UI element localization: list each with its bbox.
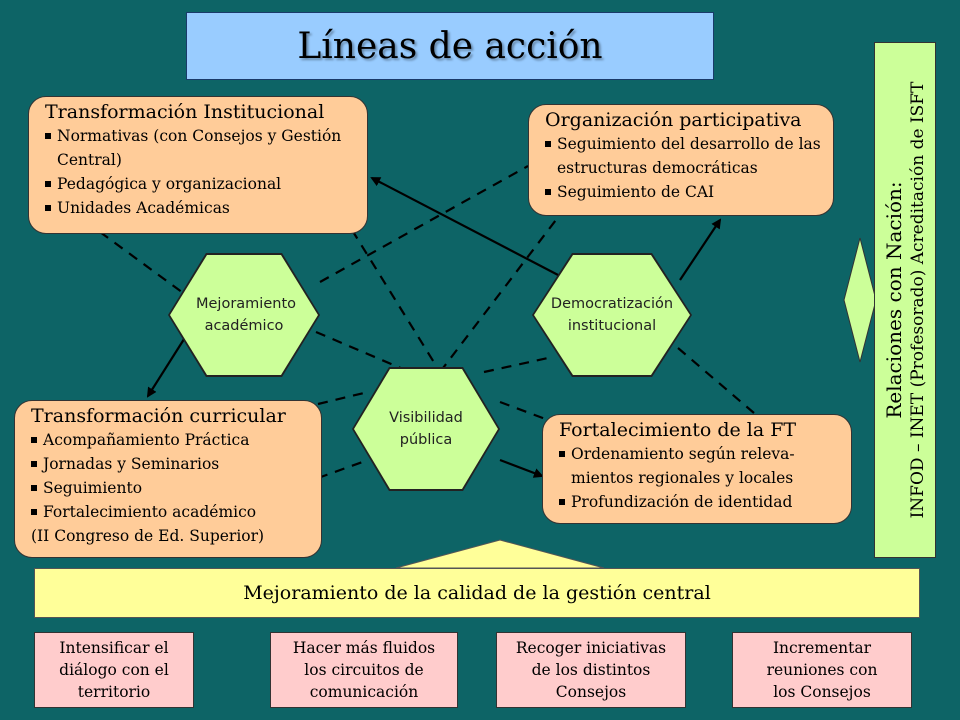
gestion-central-bar: Mejoramiento de la calidad de la gestión… xyxy=(34,568,920,618)
list-item: Profundización de identidad xyxy=(559,490,841,514)
double-arrow-nacion xyxy=(843,237,877,363)
hexagon-label: Democratización institucional xyxy=(550,296,674,334)
list-item: Seguimiento xyxy=(31,476,311,500)
pink-box-label: Incrementar reuniones con los Consejos xyxy=(766,639,878,701)
dashed-connectors xyxy=(99,165,755,480)
double-arrow-shape xyxy=(843,237,877,363)
arrow-democ-inst xyxy=(370,177,561,277)
box-organizacion-participativa: Organización participativa Seguimiento d… xyxy=(528,104,834,216)
box-fortalecimiento-ft: Fortalecimiento de la FT Ordenamiento se… xyxy=(542,414,852,524)
box-reuniones-consejos: Incrementar reuniones con los Consejos xyxy=(732,632,912,708)
arrow-mejora-curric xyxy=(146,335,187,398)
box-intensificar-dialogo: Intensificar el diálogo con el territori… xyxy=(34,632,194,708)
list-item: Normativas (con Consejos y Gestión Centr… xyxy=(45,124,357,172)
list-item: Seguimiento de CAI xyxy=(545,180,823,204)
dash-inst-visib xyxy=(351,229,441,373)
box-heading: Transformación Institucional xyxy=(45,101,325,123)
list-item: Acompañamiento Práctica xyxy=(31,428,311,452)
pink-box-label: Recoger iniciativas de los distintos Con… xyxy=(515,639,667,701)
list-item: Jornadas y Seminarios xyxy=(31,452,311,476)
title-box: Líneas de acción xyxy=(186,12,714,80)
nacion-heading: Relaciones con Nación: xyxy=(882,181,906,419)
pink-box-label: Intensificar el diálogo con el territori… xyxy=(59,639,169,701)
dash-inst-mejora xyxy=(99,231,191,299)
list-item: (II Congreso de Ed. Superior) xyxy=(31,527,265,545)
arrow-visib-ft xyxy=(499,458,544,478)
up-arrow-icon xyxy=(395,539,605,569)
dash-visib-particip xyxy=(439,211,563,373)
list-item: Fortalecimiento académico xyxy=(31,500,311,524)
dash-mejora-visib xyxy=(315,330,411,374)
hexagon-label: Mejoramiento académico xyxy=(196,296,296,334)
box-heading: Organización participativa xyxy=(545,109,802,131)
nacion-detail: INFOD – INET (Profesorado) Acreditación … xyxy=(908,81,928,519)
dash-visib-ft xyxy=(499,400,549,422)
list-item: Unidades Académicas xyxy=(45,196,357,220)
box-transformacion-institucional: Transformación Institucional Normativas … xyxy=(28,96,368,234)
list-item: Seguimiento del desarrollo de las estruc… xyxy=(545,132,823,180)
list-item: Pedagógica y organizacional xyxy=(45,172,357,196)
hexagon-democratizacion: Democratización institucional xyxy=(534,255,690,375)
box-iniciativas-consejos: Recoger iniciativas de los distintos Con… xyxy=(496,632,686,708)
arrow-connectors xyxy=(146,177,722,478)
hexagon-visibilidad: Visibilidad pública xyxy=(354,369,498,489)
dash-democ-ft xyxy=(677,347,755,414)
box-heading: Transformación curricular xyxy=(31,405,286,427)
gestion-label: Mejoramiento de la calidad de la gestión… xyxy=(243,582,711,604)
box-heading: Fortalecimiento de la FT xyxy=(559,419,797,441)
list-item: Ordenamiento según releva-mientos region… xyxy=(559,442,841,490)
arrow-democ-particip xyxy=(679,218,722,281)
nacion-box: Relaciones con Nación: INFOD – INET (Pro… xyxy=(874,42,936,558)
pink-box-label: Hacer más fluidos los circuitos de comun… xyxy=(292,639,436,701)
hexagon-label: Visibilidad pública xyxy=(389,410,463,448)
dash-curric-visib-bottom xyxy=(317,458,369,480)
box-transformacion-curricular: Transformación curricular Acompañamiento… xyxy=(14,400,322,558)
dash-mejora-particip xyxy=(319,165,529,283)
page-title: Líneas de acción xyxy=(297,25,603,67)
dash-visib-democ xyxy=(483,356,549,374)
box-circuitos-comunicacion: Hacer más fluidos los circuitos de comun… xyxy=(270,632,458,708)
dash-curric-visib-top xyxy=(317,390,369,406)
